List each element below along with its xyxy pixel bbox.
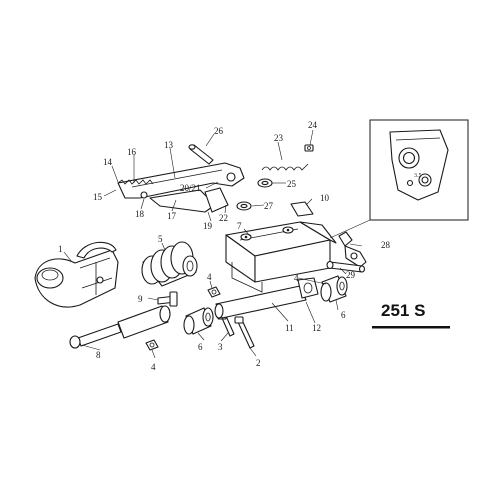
bushing-6-right [320,275,348,303]
model-label: 251 S [372,301,450,329]
label-part-4-right: 4 [294,273,299,283]
label-part-19: 19 [203,221,213,231]
label-part-15: 15 [93,192,103,202]
label-part-2: 2 [256,358,261,368]
label-part-4-lower: 4 [151,362,156,372]
label-part-29: 29 [346,270,356,280]
damper-8 [69,305,171,349]
lever-pin-28 [338,231,367,268]
model-number: 251 S [381,301,425,320]
coupling-head-1 [34,241,119,308]
spring-23 [261,163,309,171]
lever-arm [204,187,229,213]
washer-25 [257,178,273,188]
label-part-3: 3 [218,342,223,352]
bolt-24 [304,144,314,152]
label-part-26: 26 [214,126,224,136]
nut-4-lower [145,339,159,351]
leader-lines [63,129,363,359]
coupling-housing-7 [225,221,337,293]
part-number-labels: 1 2 3 4 4 4 5 6 6 7 8 9 10 11 12 13 14 1… [58,120,391,372]
label-part-24: 24 [308,120,318,130]
label-part-25: 25 [287,179,297,189]
label-part-14: 14 [103,157,113,167]
label-part-11: 11 [285,323,294,333]
bushing-6-left [183,307,214,335]
bellows-5 [141,241,198,287]
label-part-28: 28 [381,240,391,250]
label-part-13: 13 [164,140,174,150]
label-part-8: 8 [96,350,101,360]
label-part-9: 9 [138,294,143,304]
label-part-18: 18 [135,209,145,219]
label-part-1: 1 [58,244,63,254]
label-part-6-left: 6 [198,342,203,352]
bolt-9 [157,291,178,307]
label-part-20-21: 20/21 [180,183,201,193]
label-part-5: 5 [158,234,163,244]
label-part-23: 23 [274,133,284,143]
inset-detail: 3.5 [329,119,469,239]
washer-27 [236,201,252,211]
label-part-16: 16 [127,147,137,157]
label-part-7: 7 [237,221,242,231]
draw-tube-11 [214,277,319,319]
bolt-29 [326,260,366,273]
inset-note: 3.5 [414,173,422,179]
model-underline [372,326,450,329]
lever-bracket [149,189,216,213]
label-part-17: 17 [167,211,177,221]
label-part-4-upper: 4 [207,272,212,282]
label-part-27: 27 [264,201,274,211]
label-part-10: 10 [320,193,330,203]
label-part-12: 12 [312,323,321,333]
pin-26 [188,144,214,165]
nut-4-upper [207,286,221,298]
bolt-2 [234,316,255,349]
brake-lever-assembly [117,162,245,213]
plate-10 [290,201,314,217]
label-part-6-right: 6 [341,310,346,320]
label-part-22: 22 [219,213,228,223]
